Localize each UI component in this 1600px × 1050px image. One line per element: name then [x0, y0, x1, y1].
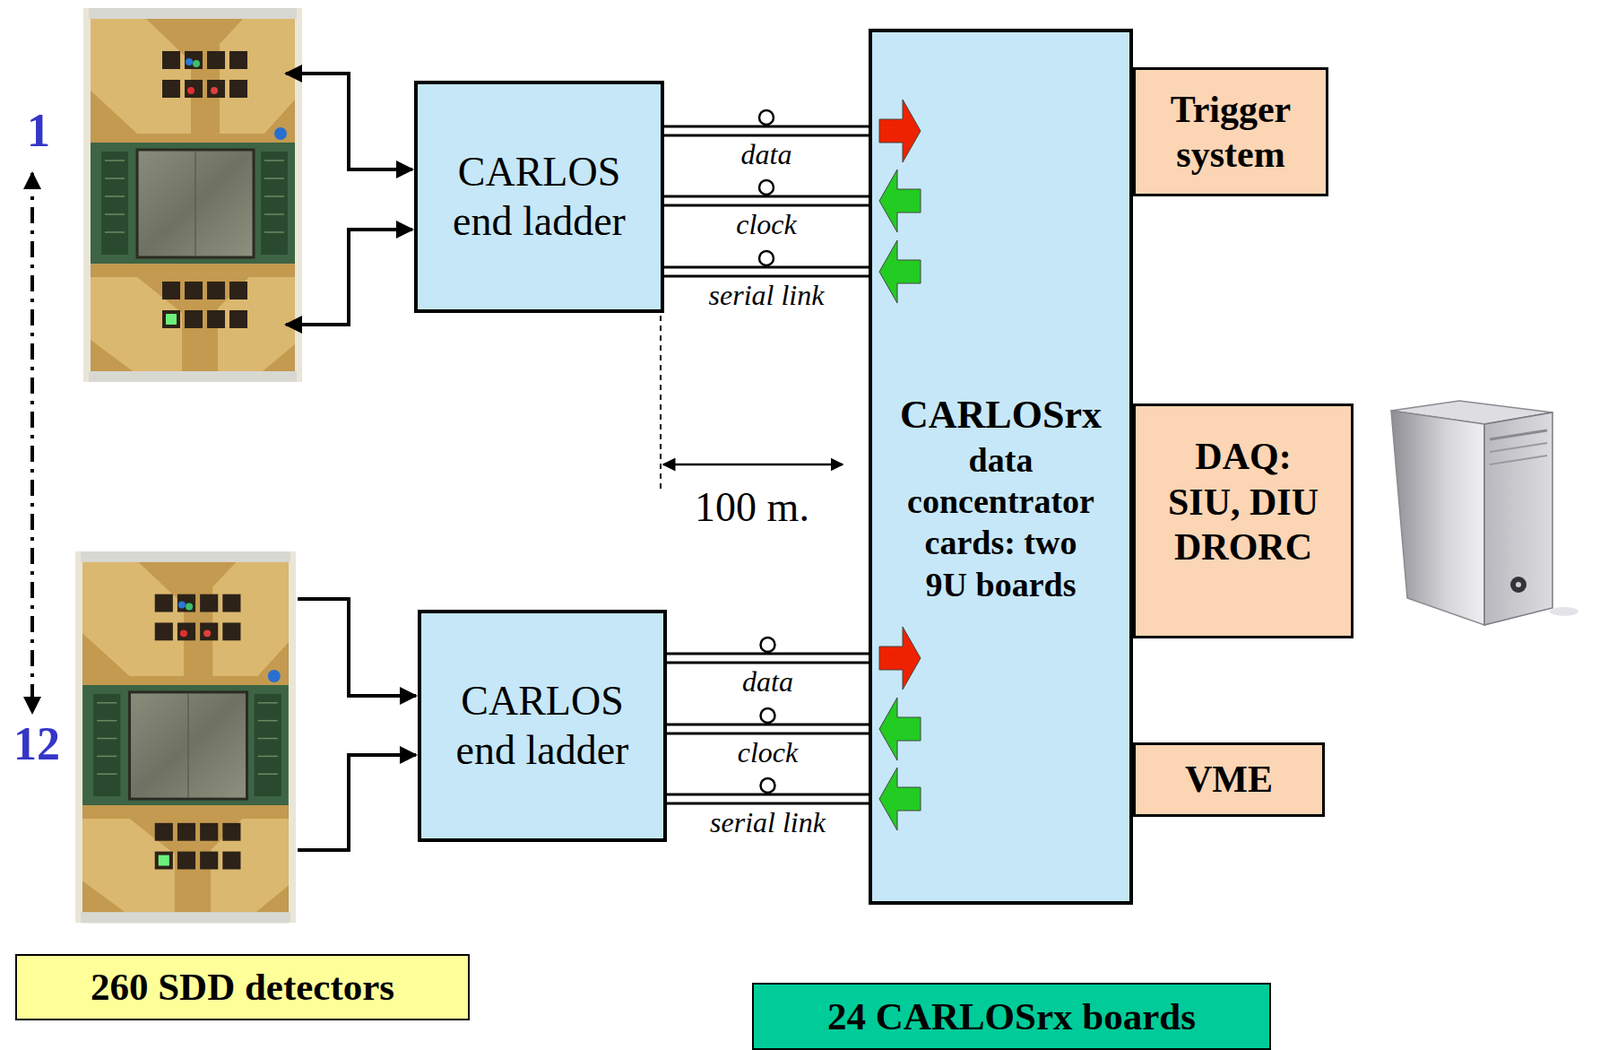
cable-line	[664, 195, 869, 208]
box-label: VME	[1184, 756, 1273, 802]
signal-name: serial link	[709, 280, 825, 310]
sdd-detector-photo	[75, 551, 296, 923]
box-label: Trigger system	[1144, 86, 1317, 178]
cable-loop	[759, 250, 774, 266]
cable-line	[666, 726, 869, 733]
arrow-head	[879, 169, 921, 233]
cable-line	[666, 723, 869, 736]
arrow-head	[879, 767, 921, 831]
box-label: CARLOS end ladder	[430, 147, 649, 246]
arrow-head	[879, 240, 921, 303]
box-label: DAQ:	[1194, 433, 1291, 479]
cable-loop	[761, 708, 776, 723]
detector-wire	[285, 73, 416, 850]
board-count-box: 24 CARLOSrx boards	[752, 982, 1272, 1050]
ladder-electronics-box: CARLOS end ladder	[414, 80, 665, 313]
box-label: CARLOSrx	[899, 390, 1102, 440]
cable-line	[664, 198, 869, 205]
range-arrow	[30, 172, 35, 713]
signal-name: data	[742, 666, 794, 696]
sdd-detector-photo	[83, 8, 303, 382]
arrow-head	[879, 697, 921, 761]
vme-box: VME	[1132, 742, 1325, 817]
dimension-label: 100 m.	[694, 486, 810, 528]
signal-name: serial link	[709, 807, 826, 837]
box-label: CARLOS end ladder	[433, 676, 651, 775]
dimension-arrow	[663, 463, 843, 467]
cable-line	[666, 652, 869, 665]
concentrator-box: CARLOSrxdata concentrator cards: two 9U …	[868, 28, 1133, 905]
cable-line	[666, 655, 869, 662]
box-label: 260 SDD detectors	[90, 964, 395, 1009]
callout-number: 1	[26, 107, 51, 155]
box-label: SIU, DIU DRORC	[1144, 479, 1342, 571]
cable-line	[666, 793, 869, 805]
cable-line	[664, 125, 869, 138]
box-label: data concentrator cards: two 9U boards	[904, 439, 1098, 606]
cable-loop	[761, 637, 776, 652]
signal-link	[664, 99, 921, 163]
computer-icon	[1391, 400, 1579, 625]
signal-name: clock	[735, 209, 797, 239]
trigger-box: Trigger system	[1132, 67, 1329, 197]
cable-line	[664, 128, 869, 135]
cable-line	[664, 268, 869, 276]
signal-name: data	[741, 139, 793, 169]
callout-number: 12	[13, 720, 61, 768]
cable-loop	[759, 110, 774, 125]
cable-loop	[761, 778, 776, 793]
arrow-head	[879, 626, 921, 690]
dimension-extension	[659, 315, 662, 490]
arrow-head	[879, 99, 921, 163]
detector-count-box: 260 SDD detectors	[15, 953, 470, 1021]
box-label: 24 CARLOSrx boards	[827, 994, 1196, 1038]
signal-name: clock	[737, 737, 799, 767]
ladder-electronics-box: CARLOS end ladder	[417, 609, 667, 842]
cable-line	[666, 795, 869, 803]
signal-link	[666, 626, 921, 690]
daq-box: DAQ:SIU, DIU DRORC	[1132, 403, 1354, 639]
cable-loop	[759, 180, 774, 195]
cable-line	[664, 266, 869, 278]
